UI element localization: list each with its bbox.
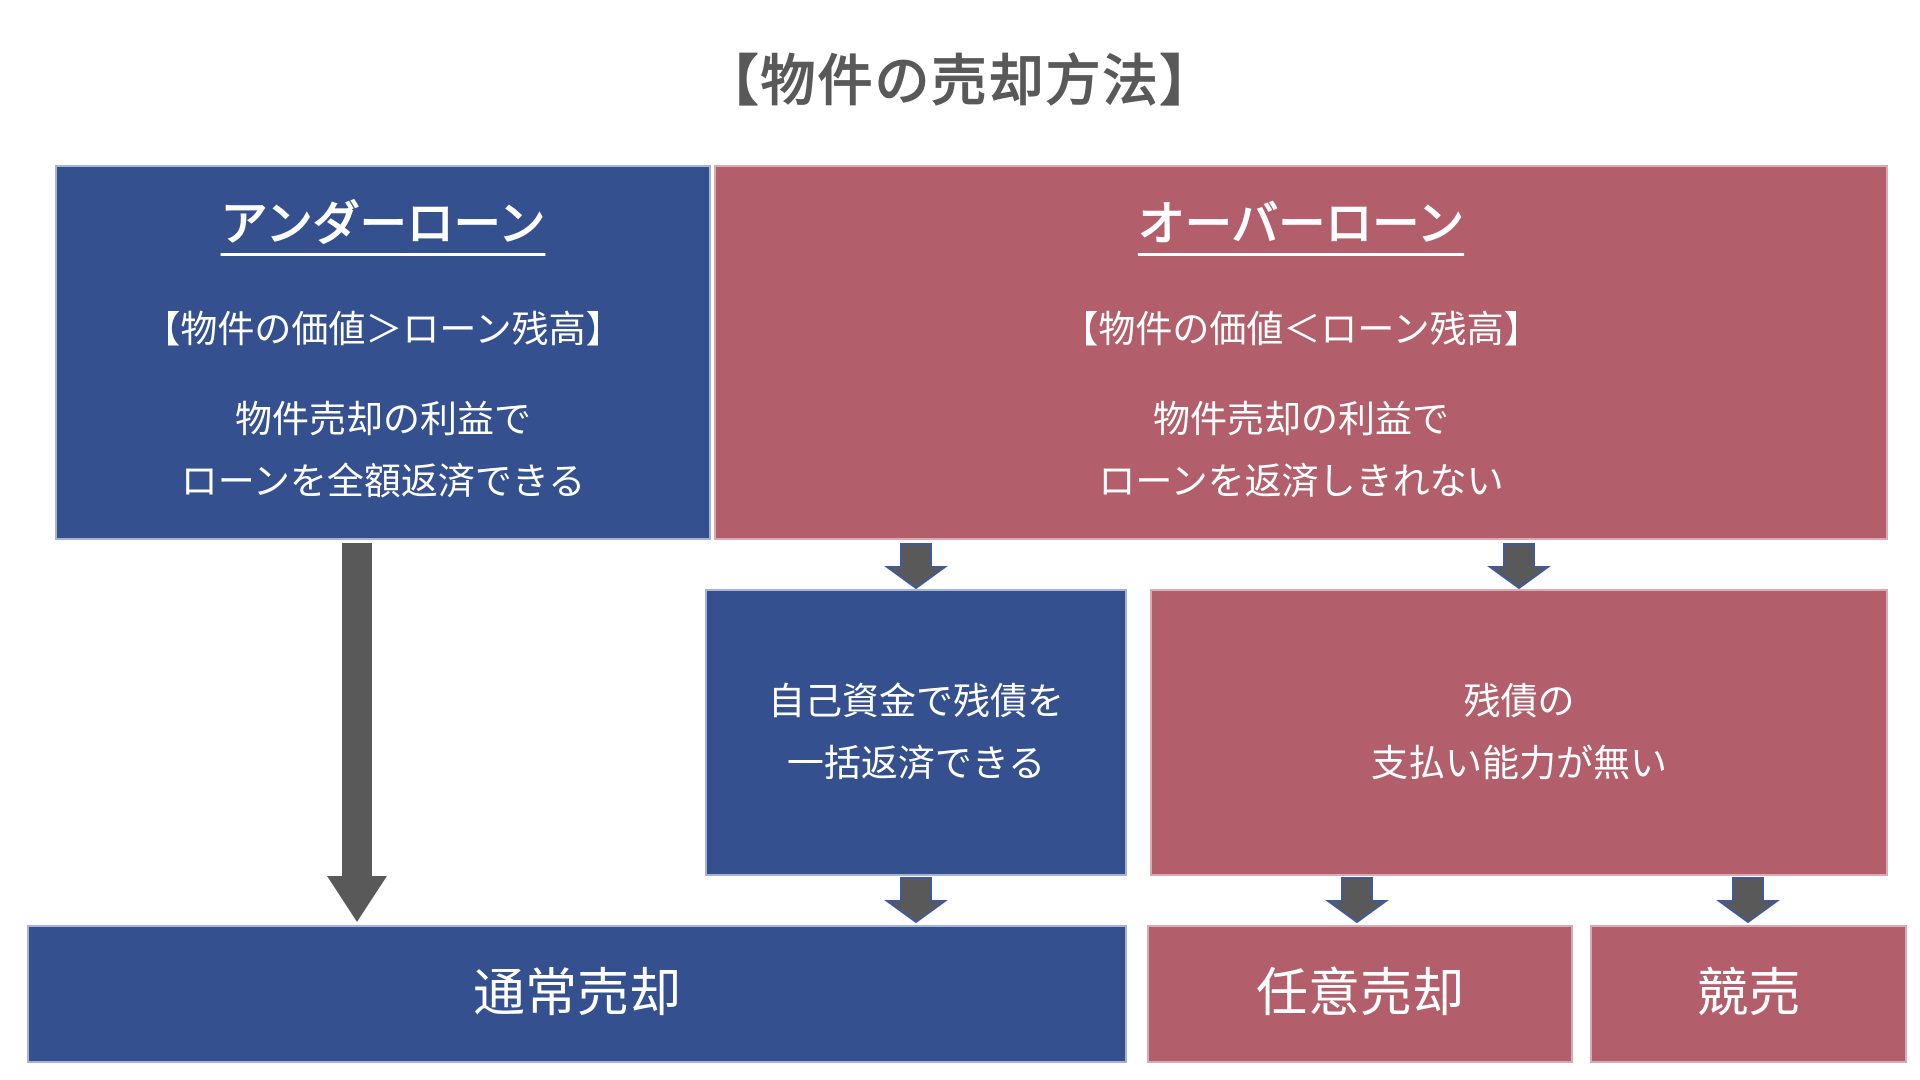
voluntary-sale-label: 任意売却	[1255, 965, 1464, 1023]
normal-sale-box: 通常売却	[27, 925, 1127, 1063]
over-loan-condition: 【物件の価値＜ローン残高】	[1061, 309, 1541, 350]
arrow-under-loan-to-normal-sale-icon	[327, 543, 387, 922]
self-funds-line2: 一括返済できる	[786, 742, 1046, 784]
arrow-self-funds-to-normal-sale-icon	[884, 877, 948, 923]
no-payment-ability-line1: 残債の	[1463, 680, 1575, 722]
arrow-no-ability-to-voluntary-sale-icon	[1325, 877, 1389, 923]
arrow-no-ability-to-auction-icon	[1716, 877, 1780, 923]
over-loan-header: オーバーローン	[1137, 197, 1465, 250]
under-loan-header: アンダーローン	[220, 197, 546, 250]
self-funds-box: 自己資金で残債を 一括返済できる	[705, 589, 1127, 876]
over-loan-detail-line1: 物件売却の利益で	[1153, 399, 1449, 440]
voluntary-sale-box: 任意売却	[1147, 925, 1573, 1063]
under-loan-condition: 【物件の価値＞ローン残高】	[143, 309, 623, 350]
no-payment-ability-box: 残債の 支払い能力が無い	[1150, 589, 1888, 876]
auction-box: 競売	[1590, 925, 1907, 1063]
under-loan-detail-line2: ローンを全額返済できる	[180, 461, 586, 502]
over-loan-box: オーバーローン 【物件の価値＜ローン残高】 物件売却の利益で ローンを返済しきれ…	[714, 165, 1888, 540]
page-title: 【物件の売却方法】	[703, 50, 1217, 112]
arrow-over-loan-to-self-funds-icon	[884, 543, 948, 589]
over-loan-detail-line2: ローンを返済しきれない	[1098, 461, 1504, 502]
arrow-over-loan-to-no-ability-icon	[1487, 543, 1551, 589]
normal-sale-label: 通常売却	[472, 965, 681, 1023]
auction-label: 競売	[1696, 965, 1801, 1023]
under-loan-detail-line1: 物件売却の利益で	[235, 399, 531, 440]
no-payment-ability-line2: 支払い能力が無い	[1371, 742, 1667, 784]
under-loan-box: アンダーローン 【物件の価値＞ローン残高】 物件売却の利益で ローンを全額返済で…	[55, 165, 711, 540]
self-funds-line1: 自己資金で残債を	[768, 680, 1064, 722]
